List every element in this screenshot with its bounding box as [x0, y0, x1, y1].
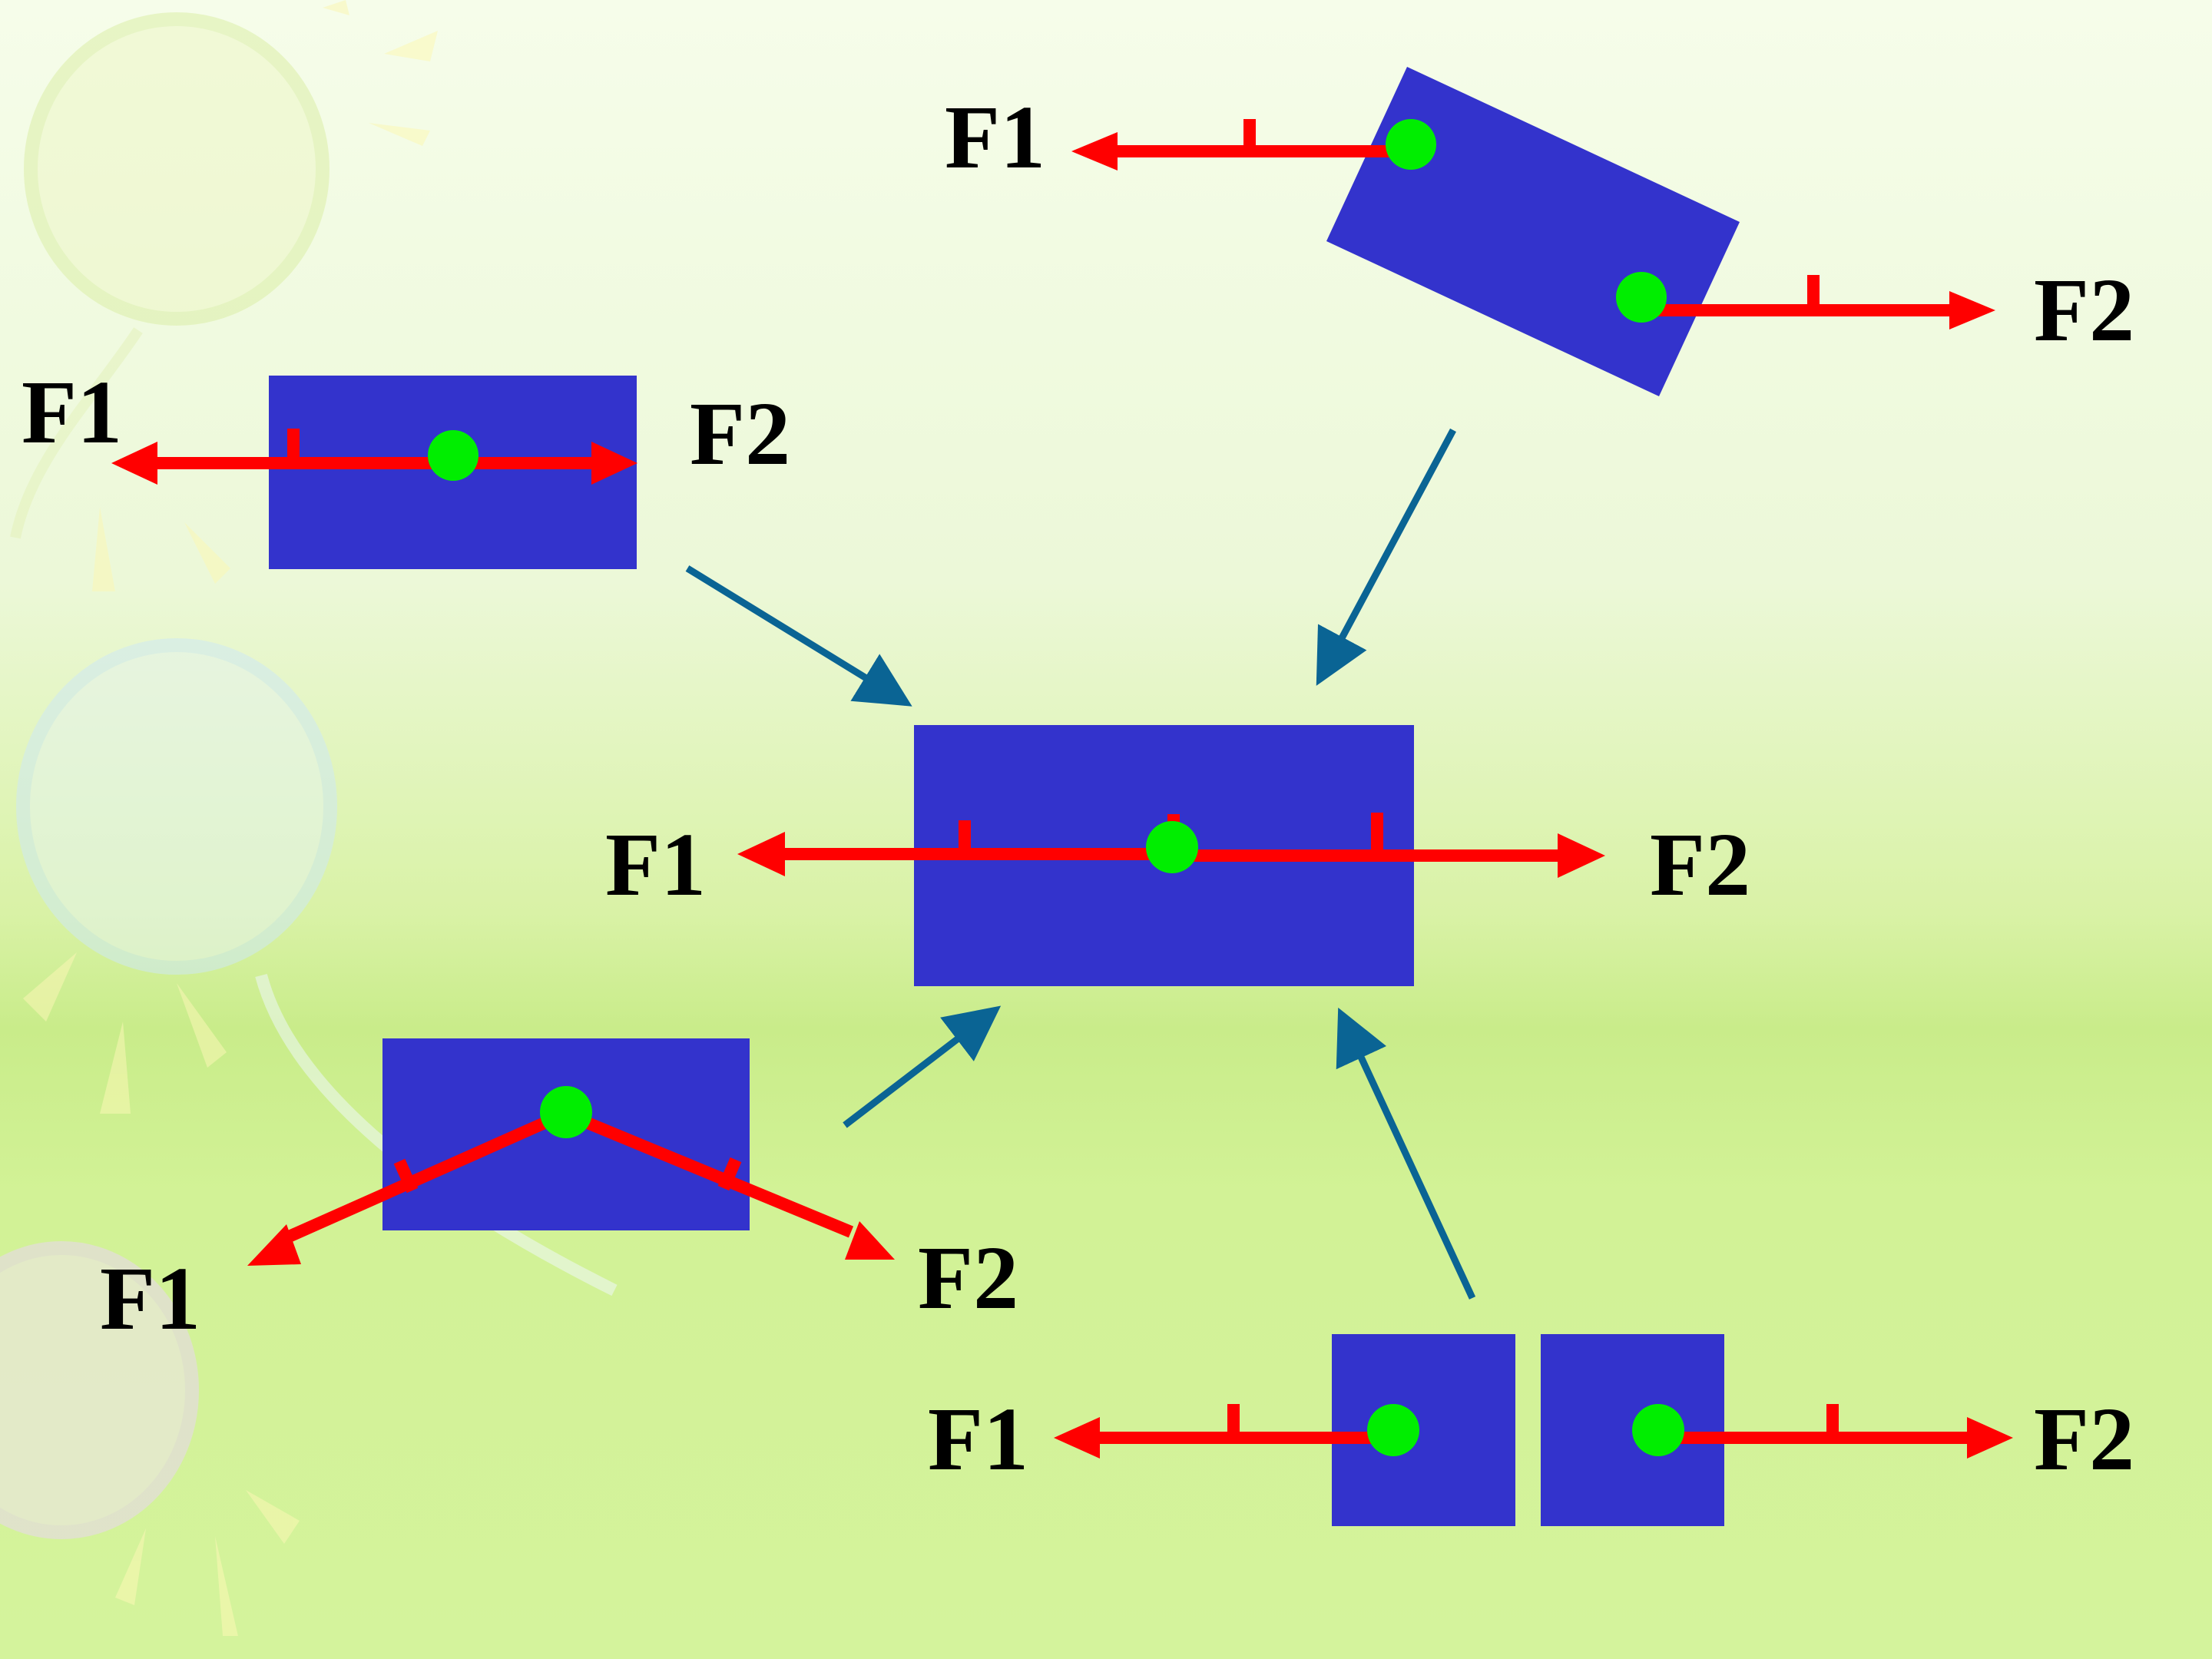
connector-arrow-upper-left — [685, 565, 912, 707]
arrow-head — [1054, 1417, 1100, 1459]
label-f2-top-right: F2 — [2034, 260, 2135, 360]
background-decoration — [0, 0, 618, 1636]
application-point — [1367, 1404, 1419, 1456]
application-point — [1616, 272, 1667, 323]
block-left — [1332, 1334, 1515, 1526]
application-point — [1386, 119, 1436, 170]
connector-arrows — [685, 428, 1476, 1300]
connector-arrow-top-right — [1316, 428, 1456, 686]
force-arrow-f1 — [277, 1108, 568, 1247]
block-diagram-upper-left — [111, 376, 637, 569]
arrow-head — [1558, 833, 1605, 878]
label-f1-top-right: F1 — [945, 87, 1046, 187]
force-arrow-f2 — [562, 1108, 854, 1238]
application-point — [540, 1086, 592, 1138]
arrow-head — [845, 1221, 895, 1260]
arrow-head — [1967, 1417, 2013, 1459]
scale-tick — [393, 1158, 419, 1194]
arrow-head — [591, 442, 637, 485]
connector-arrow-lower-left — [843, 1005, 1002, 1128]
arrow-head — [737, 832, 785, 876]
block-diagram-center — [737, 725, 1605, 986]
rotated-block — [1326, 67, 1740, 396]
label-f1-lower-left: F1 — [100, 1248, 201, 1349]
block-diagram-lower-left — [247, 1038, 895, 1266]
label-f1-bottom-right: F1 — [928, 1389, 1029, 1489]
block-diagram-bottom-right — [1054, 1334, 2013, 1526]
application-point — [428, 430, 478, 481]
arrow-head — [111, 442, 157, 485]
label-f2-lower-left: F2 — [918, 1227, 1019, 1328]
label-f2-upper-left: F2 — [690, 383, 791, 484]
label-f1-upper-left: F1 — [22, 362, 123, 462]
arrow-head — [247, 1224, 301, 1266]
label-f2-bottom-right: F2 — [2034, 1389, 2135, 1489]
arrow-head — [1071, 132, 1118, 171]
scale-tick — [717, 1157, 742, 1191]
application-point — [1632, 1404, 1684, 1456]
arrow-head — [1949, 291, 1995, 329]
connector-arrow-bottom-right — [1336, 1007, 1476, 1300]
application-point — [1146, 821, 1198, 873]
block-diagram-top-right — [1071, 67, 1995, 396]
label-f2-center: F2 — [1650, 814, 1751, 915]
label-f1-center: F1 — [605, 814, 707, 915]
